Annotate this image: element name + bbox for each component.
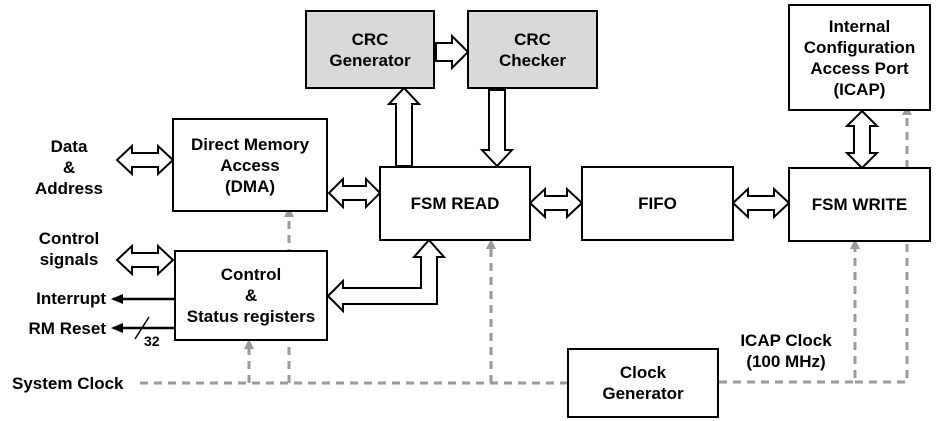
system-clock-label: System Clock xyxy=(12,374,124,393)
icap-block: Internal Configuration Access Port (ICAP… xyxy=(788,4,931,111)
dma-block: Direct Memory Access (DMA) xyxy=(172,118,328,212)
crc-checker-block: CRC Checker xyxy=(467,10,598,89)
control-fsm-read-bus-arrow xyxy=(326,238,447,314)
fsm-read-label: FSM READ xyxy=(410,194,500,213)
icap-clock-to-icap xyxy=(855,105,912,384)
clock-generator-block: Clock Generator xyxy=(567,348,719,418)
fifo-label: FIFO xyxy=(638,194,677,213)
bus-width-label: 32 xyxy=(144,333,160,349)
fifo-block: FIFO xyxy=(581,166,734,241)
dma-label: Direct Memory Access (DMA) xyxy=(190,134,310,196)
crc-checker-label: CRC Checker xyxy=(498,29,567,70)
crc-generator-label: CRC Generator xyxy=(329,29,411,70)
control-status-label: Control & Status registers xyxy=(186,265,316,326)
icap-clock-label: ICAP Clock (100 MHz) xyxy=(740,331,832,371)
rm-reset-label: RM Reset xyxy=(28,319,106,338)
control-status-block: Control & Status registers xyxy=(174,250,328,341)
control-signals-label: Control signals xyxy=(38,229,100,269)
fsm-read-fifo-bus-arrow xyxy=(528,186,584,220)
fifo-fsm-write-bus-arrow xyxy=(731,186,791,220)
crc-checker-to-fsm-read-arrow xyxy=(479,89,515,168)
icap-label: Internal Configuration Access Port (ICAP… xyxy=(803,16,916,99)
icap-fsm-write-bus-arrow xyxy=(844,109,880,170)
data-address-label: Data & Address xyxy=(34,137,104,198)
fsm-read-block: FSM READ xyxy=(379,166,531,241)
fsm-write-label: FSM WRITE xyxy=(811,195,908,214)
bus-width-slash xyxy=(134,316,150,340)
crc-generator-block: CRC Generator xyxy=(305,10,435,89)
interrupt-label: Interrupt xyxy=(36,289,106,308)
dma-fsm-read-bus-arrow xyxy=(327,176,382,210)
fsm-read-to-crc-gen-arrow xyxy=(386,86,422,167)
icap-clock-to-fsm-write xyxy=(719,239,860,384)
crc-gen-to-checker-arrow xyxy=(435,33,470,71)
control-signals-bus-arrow xyxy=(115,243,175,277)
data-address-bus-arrow xyxy=(115,143,175,177)
fsm-write-block: FSM WRITE xyxy=(788,167,931,242)
clock-generator-label: Clock Generator xyxy=(602,363,684,403)
